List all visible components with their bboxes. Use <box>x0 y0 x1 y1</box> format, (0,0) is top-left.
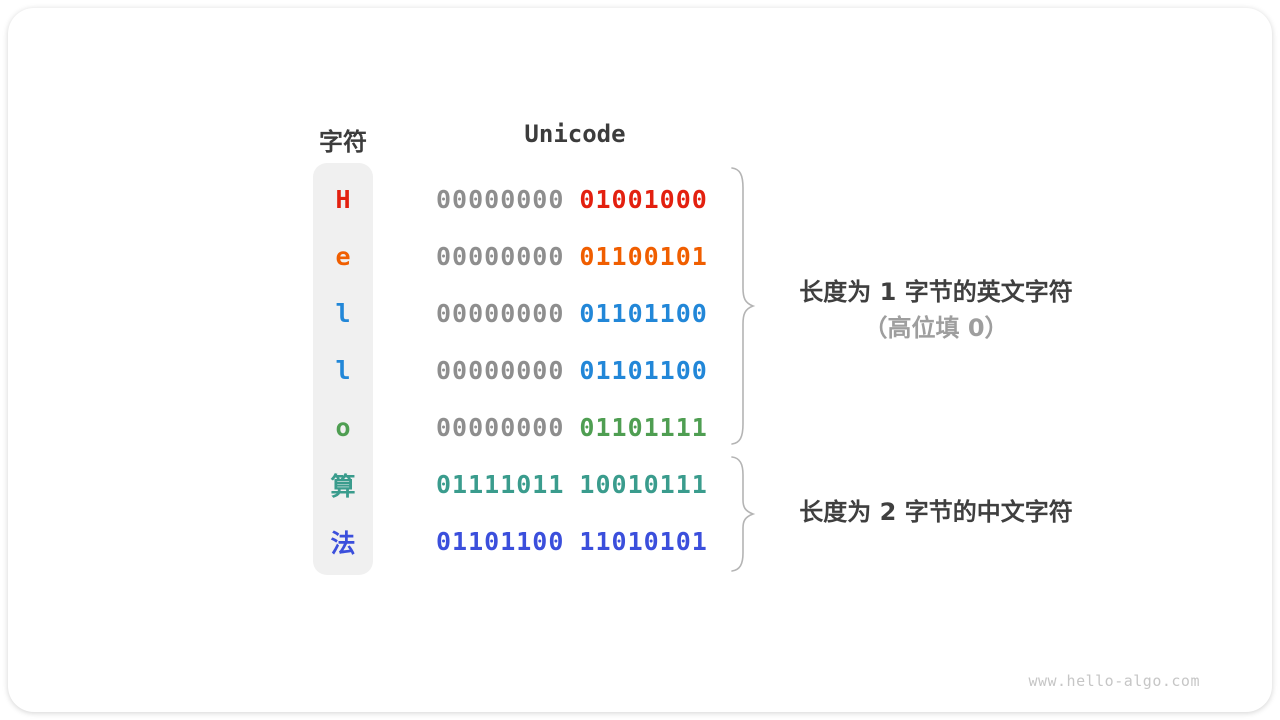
watermark-url: www.hello-algo.com <box>1028 672 1200 690</box>
table-row: e 00000000 01100101 <box>313 228 723 285</box>
high-byte: 00000000 <box>436 413 565 442</box>
low-byte: 01001000 <box>579 185 708 214</box>
low-byte: 01101100 <box>579 356 708 385</box>
table-row: H 00000000 01001000 <box>313 171 723 228</box>
character-column-background <box>313 163 373 575</box>
unicode-binary: 00000000 01101111 <box>436 413 708 442</box>
curly-brace-chinese-group <box>728 455 756 573</box>
low-byte: 10010111 <box>579 470 708 499</box>
curly-brace-english-group <box>728 166 756 446</box>
high-byte: 00000000 <box>436 242 565 271</box>
annotation-line: 长度为 1 字节的英文字符 <box>799 278 1073 306</box>
table-row: 算 01111011 10010111 <box>313 456 723 513</box>
high-byte: 01111011 <box>436 470 565 499</box>
high-byte: 01101100 <box>436 527 565 556</box>
character-cell: H <box>335 185 351 214</box>
high-byte: 00000000 <box>436 299 565 328</box>
character-cell: l <box>335 356 351 385</box>
column-header-character: 字符 <box>319 128 367 156</box>
annotation-english-chars: 长度为 1 字节的英文字符 （高位填 0） <box>776 274 1096 346</box>
character-cell: o <box>335 413 351 442</box>
annotation-line: 长度为 2 字节的中文字符 <box>799 498 1073 526</box>
annotation-chinese-chars: 长度为 2 字节的中文字符 <box>776 494 1096 530</box>
unicode-binary: 01101100 11010101 <box>436 527 708 556</box>
low-byte: 01100101 <box>579 242 708 271</box>
character-cell: 法 <box>330 528 356 558</box>
encoding-table: H 00000000 01001000 e 00000000 01100101 l … <box>313 171 723 570</box>
high-byte: 00000000 <box>436 356 565 385</box>
unicode-binary: 00000000 01001000 <box>436 185 708 214</box>
unicode-binary: 00000000 01101100 <box>436 299 708 328</box>
low-byte: 11010101 <box>579 527 708 556</box>
character-cell: l <box>335 299 351 328</box>
unicode-binary: 01111011 10010111 <box>436 470 708 499</box>
unicode-binary: 00000000 01101100 <box>436 356 708 385</box>
column-header-unicode: Unicode <box>524 120 626 148</box>
table-row: l 00000000 01101100 <box>313 285 723 342</box>
annotation-line-secondary: （高位填 0） <box>863 314 1009 342</box>
table-row: l 00000000 01101100 <box>313 342 723 399</box>
low-byte: 01101100 <box>579 299 708 328</box>
table-row: 法 01101100 11010101 <box>313 513 723 570</box>
table-row: o 00000000 01101111 <box>313 399 723 456</box>
character-cell: e <box>335 242 351 271</box>
high-byte: 00000000 <box>436 185 565 214</box>
unicode-binary: 00000000 01100101 <box>436 242 708 271</box>
character-cell: 算 <box>330 471 356 501</box>
low-byte: 01101111 <box>579 413 708 442</box>
figure-card: 字符 Unicode H 00000000 01001000 e 00000000… <box>8 8 1272 712</box>
